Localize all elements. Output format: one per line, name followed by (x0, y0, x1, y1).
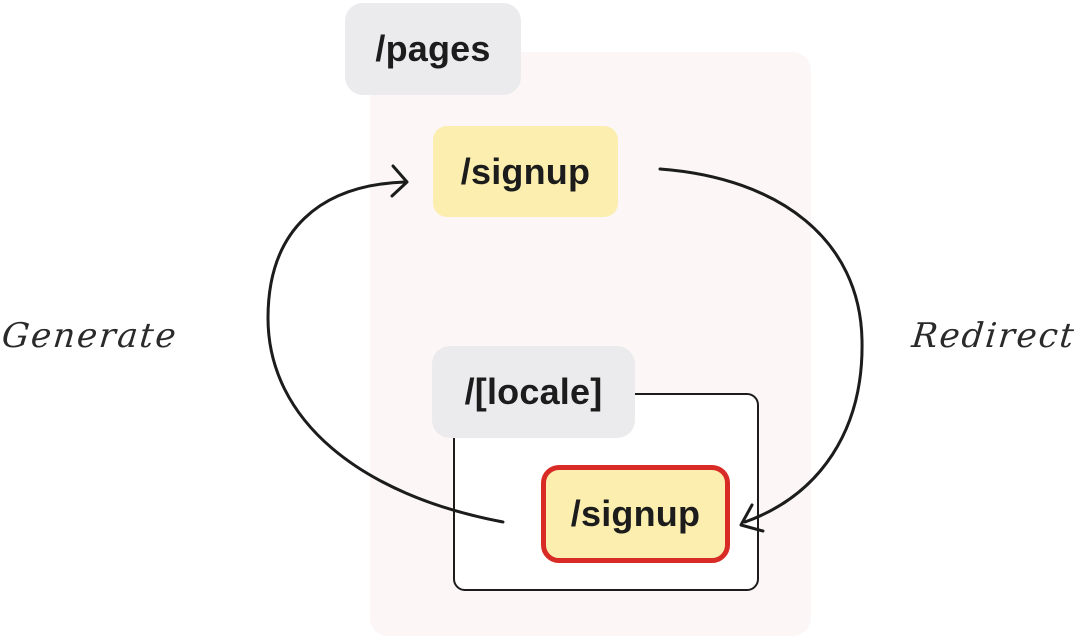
locale-folder-label: /[locale] (432, 346, 635, 438)
signup-route-node: /signup (433, 126, 618, 217)
pages-folder-label: /pages (345, 3, 521, 95)
localized-signup-route-node: /signup (541, 465, 730, 563)
generate-label: Generate (0, 316, 180, 356)
redirect-label: Redirect (909, 316, 1078, 356)
